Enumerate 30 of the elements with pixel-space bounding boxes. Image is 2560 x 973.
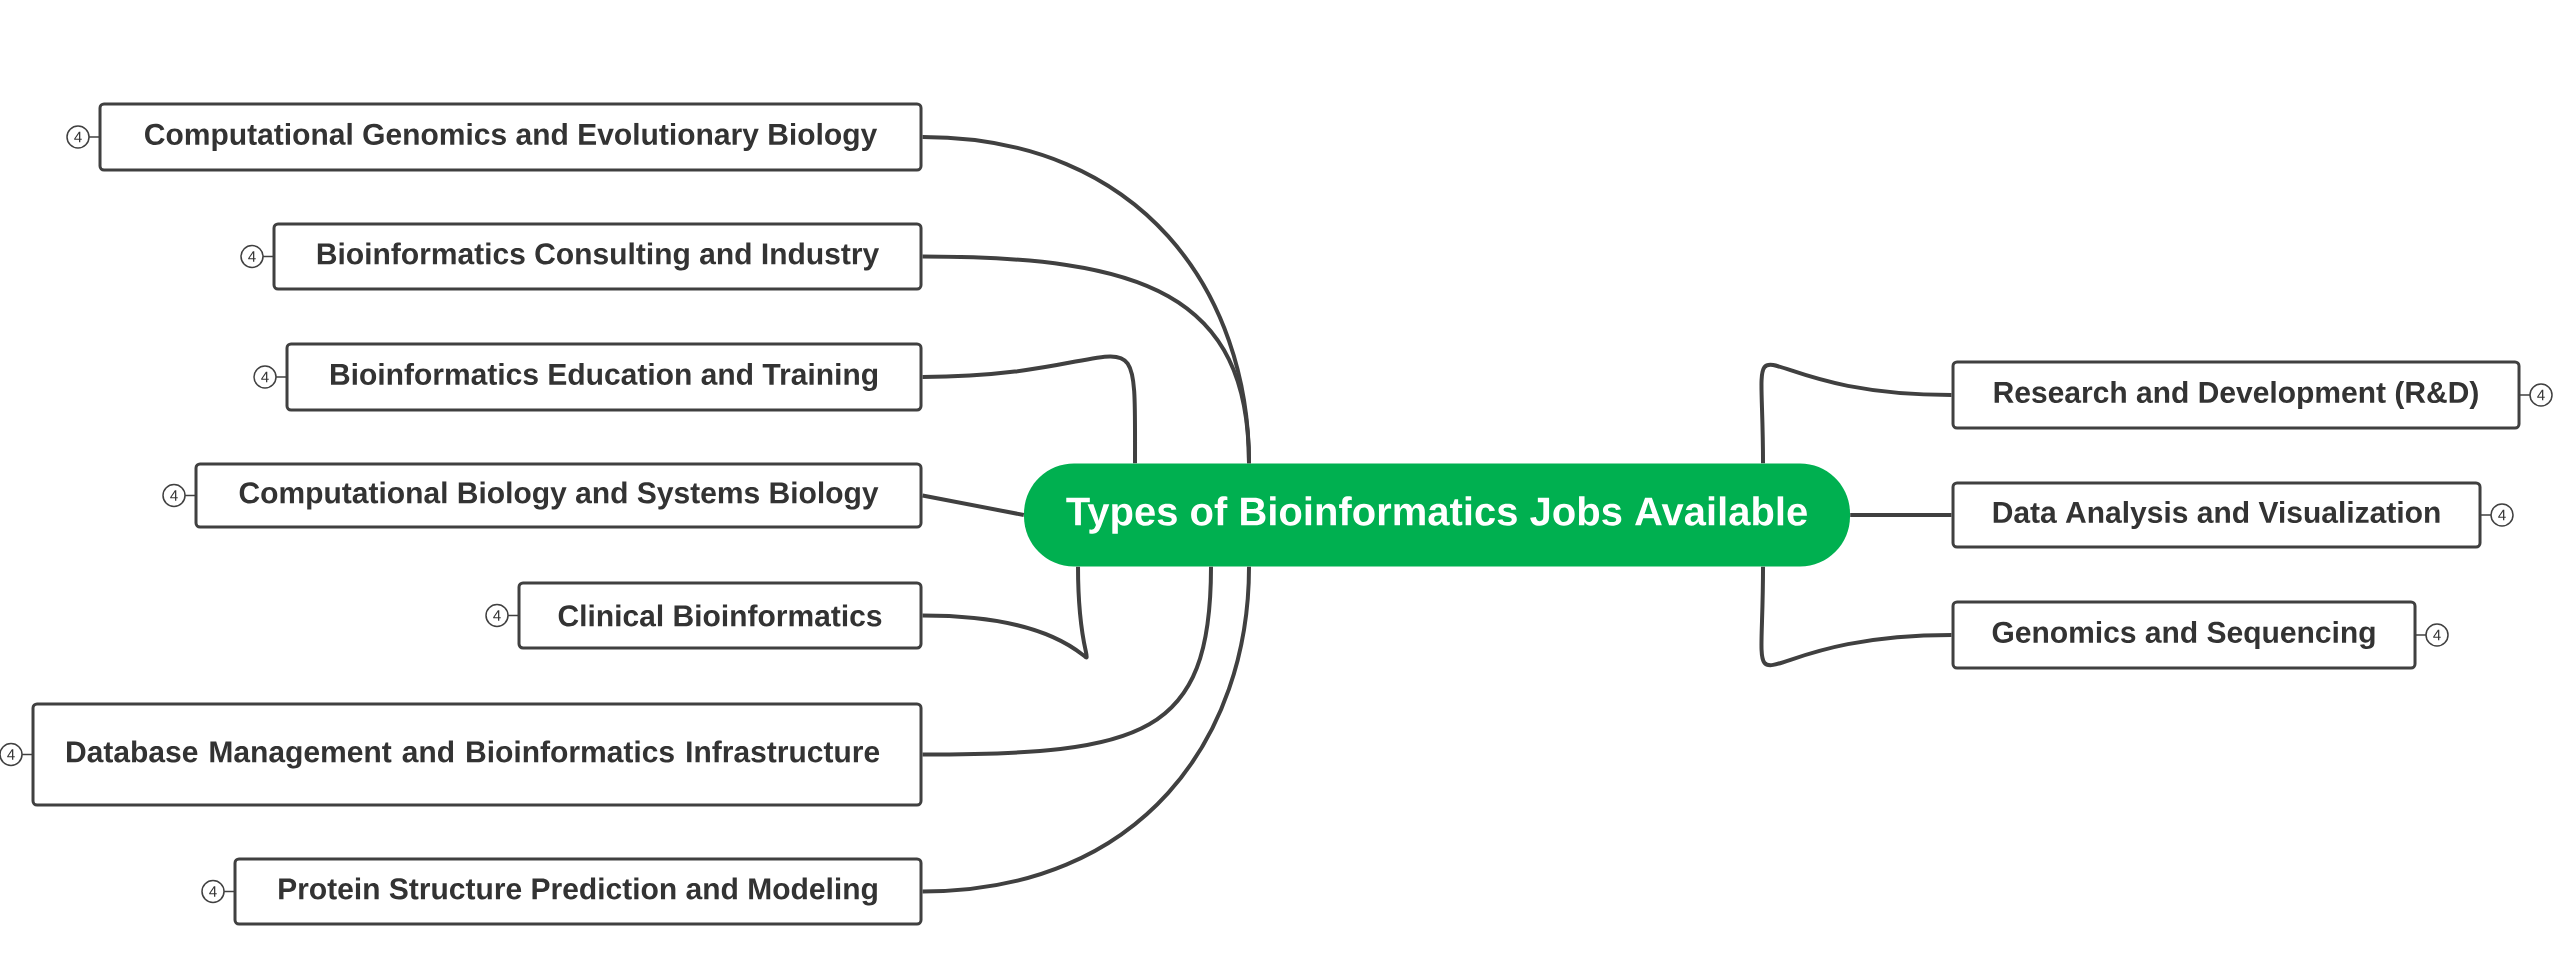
count-badge: 4	[253, 365, 288, 389]
count-badge: 4	[162, 483, 197, 508]
connector	[1850, 513, 1952, 517]
connector	[1759, 566, 1952, 667]
topic-box: Research and Development (R&D)	[1951, 360, 2521, 430]
topic-box: Bioinformatics Consulting and Industry	[272, 222, 923, 291]
topic-box: Database Management and Bioinformatics Infrastructure	[31, 702, 923, 807]
count-badge: 4	[0, 742, 34, 767]
topic-box: Bioinformatics Education and Training	[285, 342, 923, 412]
topic-box: Protein Structure Prediction and Modeling	[233, 857, 923, 926]
central-topic: Types of Bioinformatics Jobs Available	[1024, 463, 1850, 567]
count-badge: 4	[240, 244, 275, 269]
topic-box: Computational Genomics and Evolutionary Biology	[98, 102, 923, 172]
topic-box: Data Analysis and Visualization	[1951, 481, 2482, 549]
count-badge: 4	[485, 603, 520, 628]
connector	[922, 566, 1213, 757]
count-badge: 4	[2479, 503, 2514, 527]
connector	[1759, 363, 1952, 464]
topic-box: Genomics and Sequencing	[1951, 600, 2417, 670]
connector	[922, 254, 1251, 464]
connector	[922, 354, 1138, 464]
count-badge: 4	[201, 879, 236, 904]
count-badge: 4	[2414, 623, 2449, 647]
connector	[922, 566, 1089, 659]
connector	[922, 566, 1251, 894]
topic-box: Computational Biology and Systems Biology	[194, 462, 923, 529]
count-badge: 4	[2518, 383, 2553, 407]
connector	[922, 493, 1025, 517]
topic-box: Clinical Bioinformatics	[517, 581, 923, 650]
count-badge: 4	[66, 125, 101, 149]
